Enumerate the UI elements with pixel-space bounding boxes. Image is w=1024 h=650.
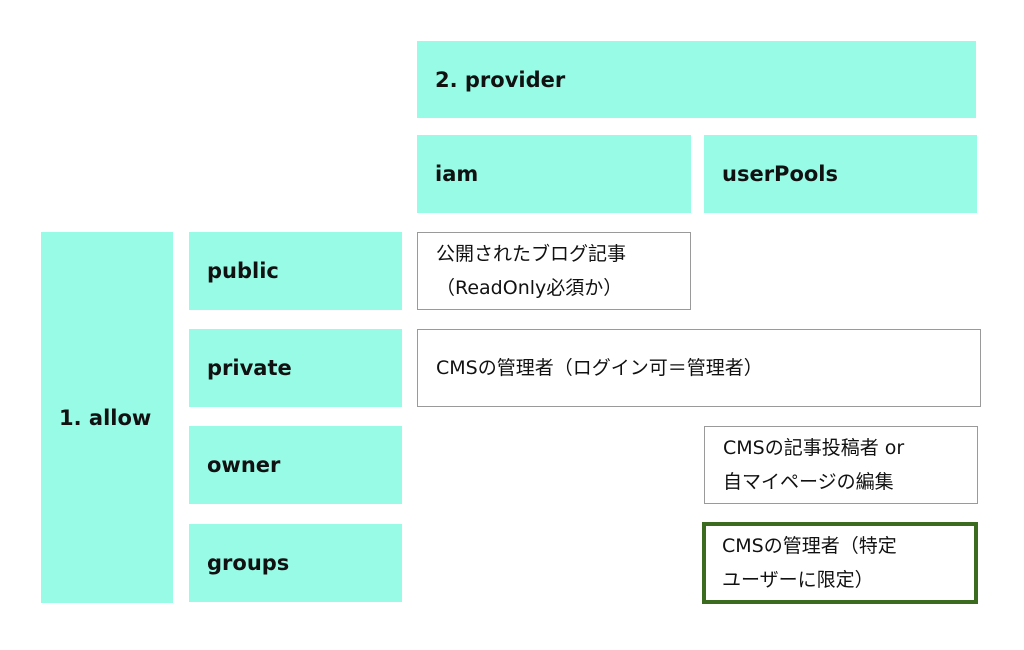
cell-text-line: 自マイページの編集 [723, 471, 894, 493]
provider-header: 2. provider [417, 41, 976, 118]
allow-row-label: private [207, 356, 292, 380]
allow-row-groups: groups [189, 524, 402, 602]
cell-text-line: ユーザーに限定） [722, 569, 874, 591]
allow-header: 1. allow [41, 232, 173, 603]
allow-row-label: groups [207, 551, 290, 575]
allow-row-public: public [189, 232, 402, 310]
allow-row-private: private [189, 329, 402, 407]
provider-header-label: 2. provider [435, 67, 566, 92]
cell-public-iam: 公開されたブログ記事 （ReadOnly必須か） [417, 232, 691, 310]
provider-column-userpools: userPools [704, 135, 977, 213]
cell-text-line: CMSの管理者（ログイン可＝管理者） [436, 357, 763, 379]
provider-column-iam: iam [417, 135, 691, 213]
allow-row-owner: owner [189, 426, 402, 504]
allow-row-label: public [207, 259, 279, 283]
cell-private-all-providers: CMSの管理者（ログイン可＝管理者） [417, 329, 981, 407]
cell-text-line: CMSの記事投稿者 or [723, 437, 905, 459]
cell-text-line: CMSの管理者（特定 [722, 535, 897, 557]
allow-row-label: owner [207, 453, 281, 477]
cell-text-line: 公開されたブログ記事 [436, 243, 627, 265]
provider-column-label: userPools [722, 162, 838, 186]
cell-owner-userpools: CMSの記事投稿者 or 自マイページの編集 [704, 426, 978, 504]
cell-groups-userpools: CMSの管理者（特定 ユーザーに限定） [702, 522, 978, 604]
cell-text-line: （ReadOnly必須か） [436, 277, 623, 299]
allow-header-label: 1. allow [59, 405, 152, 430]
provider-column-label: iam [435, 162, 479, 186]
